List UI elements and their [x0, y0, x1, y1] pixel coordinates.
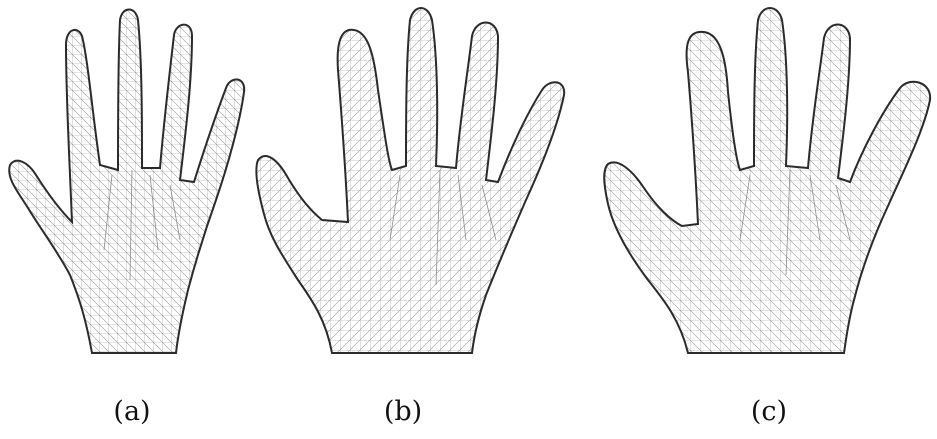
mesh-fill-c [600, 0, 937, 380]
caption-a: (a) [102, 398, 162, 425]
hand-mesh-c [600, 0, 937, 380]
caption-c: (c) [739, 398, 799, 425]
hand-mesh-b [250, 0, 610, 380]
panel-b: (b) [250, 0, 562, 439]
caption-b: (b) [373, 398, 433, 425]
mesh-fill-b [250, 0, 610, 380]
panel-c: (c) [600, 0, 912, 439]
